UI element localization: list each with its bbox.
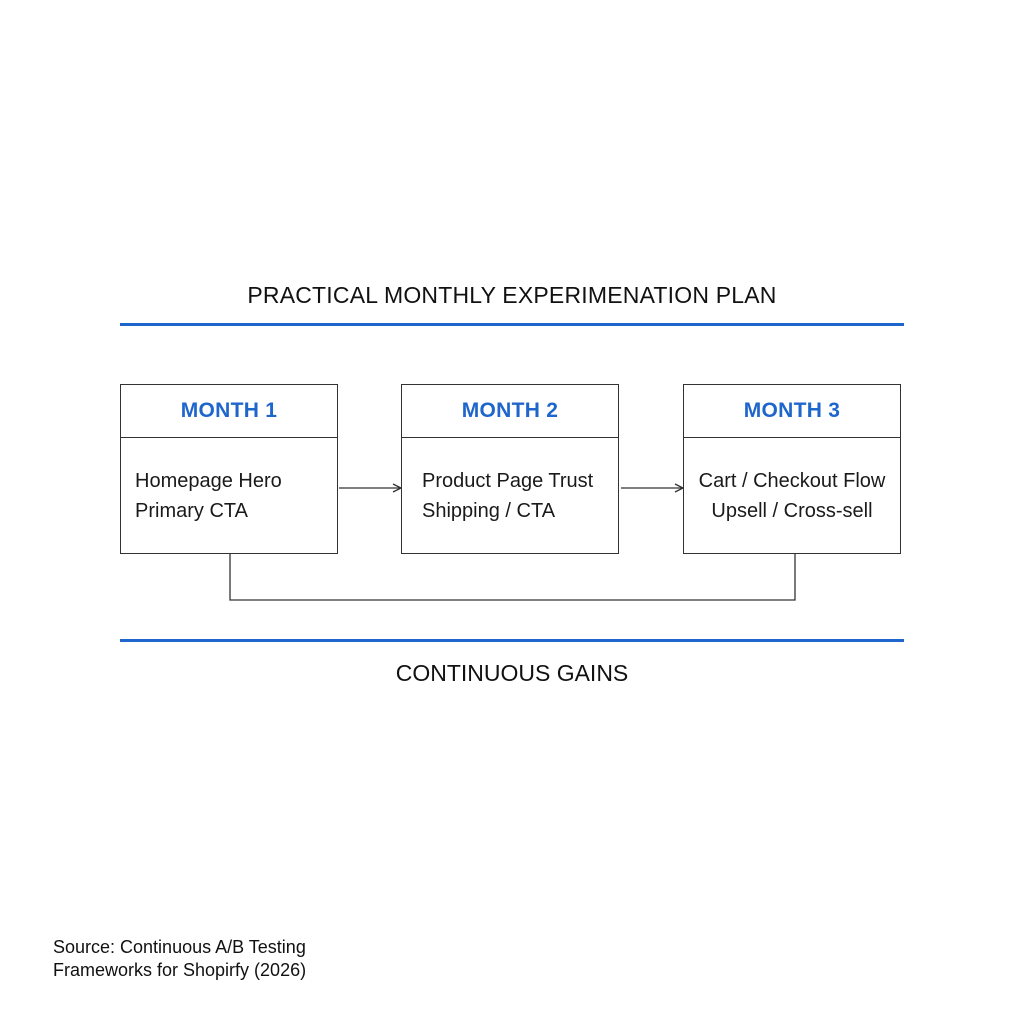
source-line-1: Source: Continuous A/B Testing [53,937,306,957]
loop-connector [229,554,796,601]
month-2-card: MONTH 2 Product Page Trust Shipping / CT… [401,384,619,554]
source-line-2: Frameworks for Shopirfy (2026) [53,960,307,980]
month-2-line-1: Product Page Trust [422,470,594,492]
month-1-line-2: Primary CTA [135,500,248,522]
month-3-body: Cart / Checkout Flow Upsell / Cross-sell [684,438,900,526]
footer-title: CONTINUOUS GAINS [395,660,629,686]
month-1-card: MONTH 1 Homepage Hero Primary CTA [120,384,338,554]
month-3-line-1: Cart / Checkout Flow [698,470,886,492]
month-1-body: Homepage Hero Primary CTA [121,438,337,526]
month-3-label: MONTH 3 [684,385,900,438]
source-citation: Source: Continuous A/B Testing Framework… [53,936,306,982]
month-3-line-2: Upsell / Cross-sell [711,500,873,522]
month-3-card: MONTH 3 Cart / Checkout Flow Upsell / Cr… [683,384,901,554]
diagram-title: PRACTICAL MONTHLY EXPERIMENATION PLAN [247,282,777,308]
month-2-line-2: Shipping / CTA [422,500,556,522]
bottom-divider [120,639,904,642]
month-2-label: MONTH 2 [402,385,618,438]
top-divider [120,323,904,326]
month-1-line-1: Homepage Hero [135,470,282,492]
month-1-label: MONTH 1 [121,385,337,438]
month-2-body: Product Page Trust Shipping / CTA [402,438,618,526]
